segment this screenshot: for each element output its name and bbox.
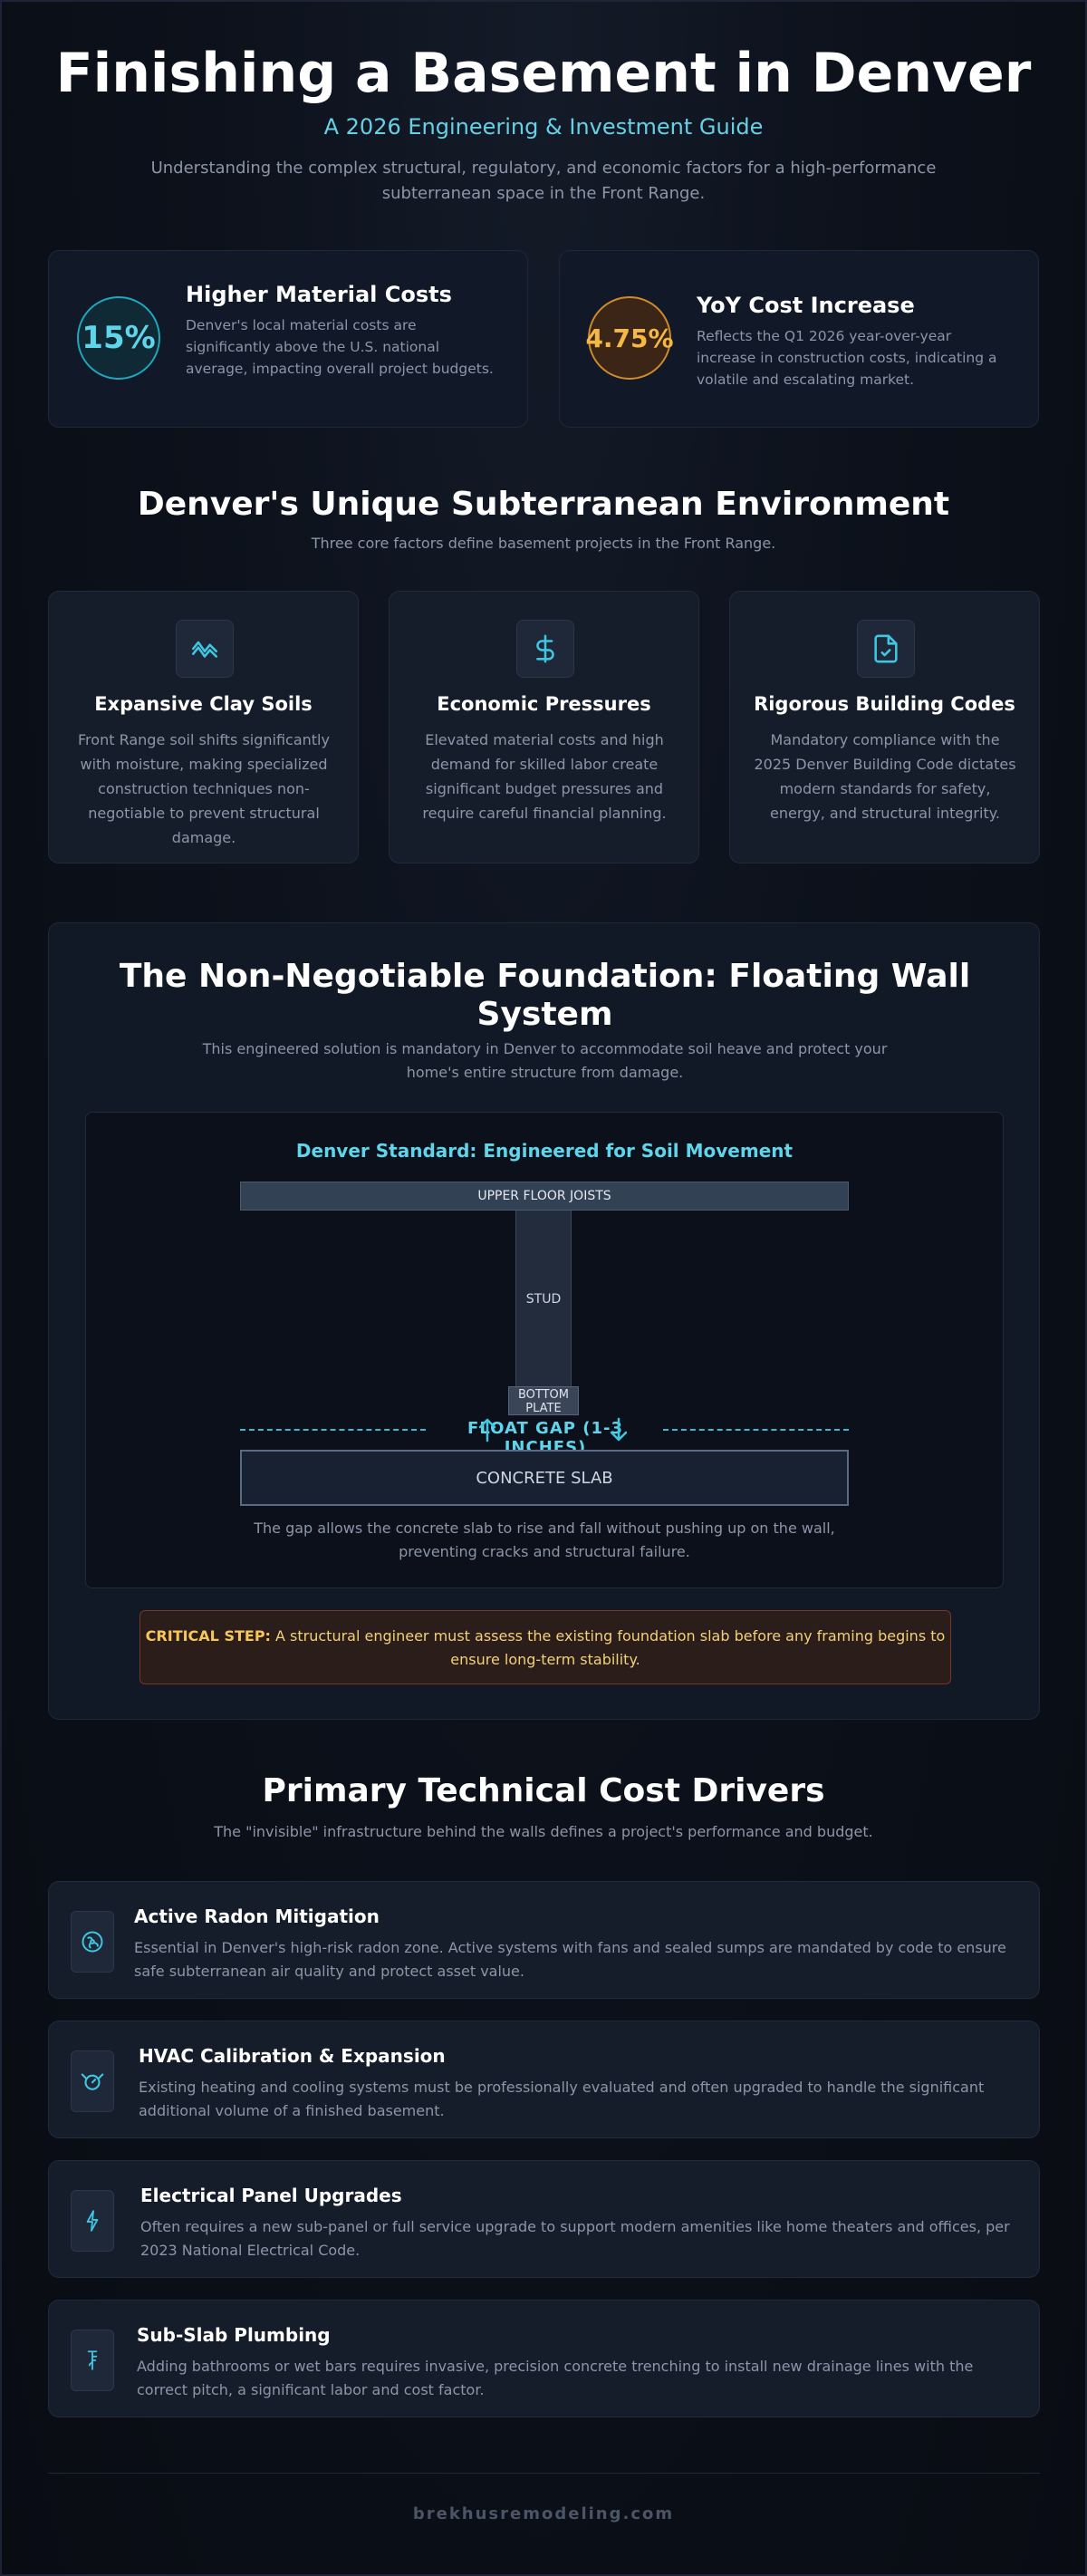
factor-card-clay-soils: Expansive Clay Soils Front Range soil sh… [48, 591, 359, 863]
factor-title: Rigorous Building Codes [754, 693, 1015, 715]
factor-title: Economic Pressures [437, 693, 651, 715]
stat-title: Higher Material Costs [186, 282, 452, 307]
stat-card-yoy-increase: 4.75% YoY Cost Increase Reflects the Q1 … [559, 250, 1039, 428]
driver-title: Sub-Slab Plumbing [137, 2324, 331, 2346]
page-intro: Understanding the complex structural, re… [150, 159, 937, 203]
document-check-icon [857, 620, 915, 678]
foundation-title: The Non-Negotiable Foundation: Floating … [119, 958, 971, 1033]
dollar-icon [516, 620, 574, 678]
bottom-plate-label-line2: PLATE [525, 1402, 562, 1415]
arrow-up-icon [478, 1418, 496, 1442]
bottom-plate-label-line1: BOTTOM [517, 1388, 570, 1402]
environment-section-title: Denver's Unique Subterranean Environment [137, 486, 950, 523]
plumbing-icon [71, 2330, 114, 2391]
factor-description: Mandatory compliance with the 2025 Denve… [754, 731, 1016, 822]
driver-description: Essential in Denver's high-risk radon zo… [134, 1939, 1006, 1980]
stat-description: Reflects the Q1 2026 year-over-year incr… [697, 328, 997, 388]
driver-description: Often requires a new sub-panel or full s… [140, 2218, 1010, 2259]
drivers-section-subtitle: The "invisible" infrastructure behind th… [214, 1823, 873, 1840]
driver-card-plumbing: Sub-Slab Plumbing Adding bathrooms or we… [48, 2300, 1040, 2417]
stat-card-material-costs: 15% Higher Material Costs Denver's local… [48, 250, 528, 428]
footer-divider [48, 2473, 1040, 2474]
page-subtitle: A 2026 Engineering & Investment Guide [323, 114, 764, 140]
environment-section-subtitle: Three core factors define basement proje… [311, 535, 776, 552]
floating-wall-diagram: Denver Standard: Engineered for Soil Mov… [85, 1112, 1004, 1588]
factor-title: Expansive Clay Soils [94, 693, 313, 715]
lightning-icon [71, 2190, 114, 2252]
wall-stud: STUD [515, 1211, 572, 1388]
diagram-title: Denver Standard: Engineered for Soil Mov… [295, 1140, 794, 1162]
driver-description: Existing heating and cooling systems mus… [139, 2079, 985, 2119]
hvac-icon [71, 2050, 114, 2112]
stat-description: Denver's local material costs are signif… [186, 317, 494, 377]
driver-card-radon: Active Radon Mitigation Essential in Den… [48, 1881, 1040, 1999]
foundation-subtitle: This engineered solution is mandatory in… [202, 1040, 888, 1081]
float-gap-line-right [663, 1429, 849, 1431]
critical-step-text: A structural engineer must assess the ex… [270, 1627, 946, 1668]
concrete-slab: CONCRETE SLAB [240, 1450, 849, 1506]
stat-title: YoY Cost Increase [697, 293, 915, 318]
stat-value-circle: 15% [77, 296, 160, 380]
bottom-plate: BOTTOM PLATE [508, 1386, 579, 1415]
driver-title: Electrical Panel Upgrades [140, 2185, 402, 2206]
footer-site-link[interactable]: brekhusremodeling.com [412, 2504, 675, 2523]
wave-chart-icon [176, 620, 234, 678]
driver-description: Adding bathrooms or wet bars requires in… [137, 2358, 974, 2398]
critical-step-label: CRITICAL STEP: [145, 1627, 271, 1645]
upper-floor-joists: UPPER FLOOR JOISTS [240, 1182, 849, 1211]
arrow-down-icon [610, 1417, 628, 1442]
factor-card-economic-pressures: Economic Pressures Elevated material cos… [389, 591, 699, 863]
driver-title: Active Radon Mitigation [134, 1905, 380, 1927]
factor-card-building-codes: Rigorous Building Codes Mandatory compli… [729, 591, 1040, 863]
diagram-caption: The gap allows the concrete slab to rise… [254, 1520, 835, 1560]
page-title: Finishing a Basement in Denver [55, 42, 1032, 105]
critical-step-callout: CRITICAL STEP: A structural engineer mus… [139, 1610, 951, 1684]
driver-card-electrical: Electrical Panel Upgrades Often requires… [48, 2160, 1040, 2278]
factor-description: Elevated material costs and high demand … [422, 731, 667, 822]
stat-value-circle: 4.75% [585, 296, 674, 380]
driver-card-hvac: HVAC Calibration & Expansion Existing he… [48, 2021, 1040, 2138]
drivers-section-title: Primary Technical Cost Drivers [262, 1772, 825, 1809]
radon-fan-icon [71, 1911, 114, 1973]
driver-title: HVAC Calibration & Expansion [139, 2045, 446, 2067]
float-gap-line-left [240, 1429, 426, 1431]
foundation-section: The Non-Negotiable Foundation: Floating … [48, 922, 1040, 1720]
factor-description: Front Range soil shifts significantly wi… [78, 731, 330, 846]
